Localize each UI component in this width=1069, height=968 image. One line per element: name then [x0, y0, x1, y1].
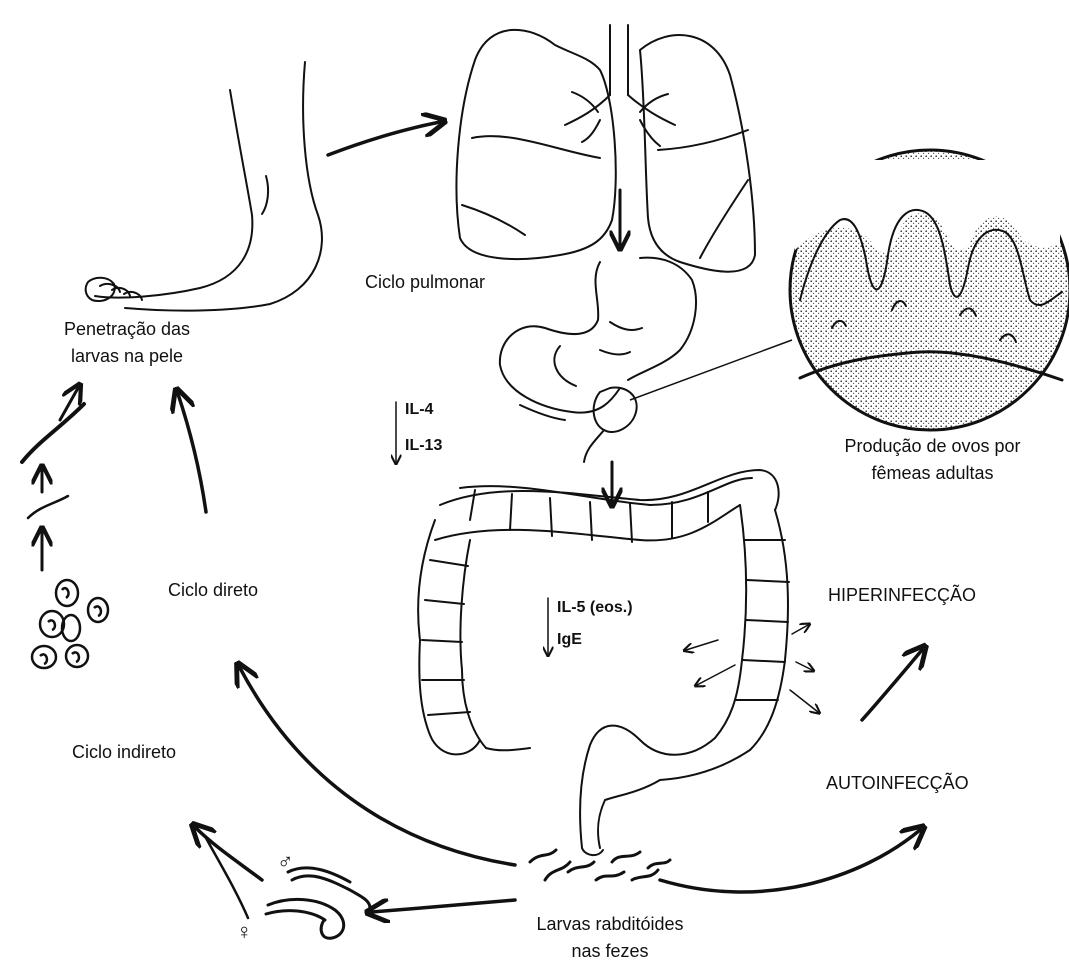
immune-marker-il4: IL-4: [405, 400, 433, 420]
male-symbol-icon: ♂: [277, 848, 294, 876]
lungs-illustration: [456, 25, 755, 272]
rhabditiform-larvae-label-line1: Larvas rabditóides: [490, 913, 730, 936]
rhabditiform-larvae-label: Larvas rabditóides nas fezes: [490, 913, 730, 962]
foot-illustration: [86, 62, 322, 311]
egg-production-label-line2: fêmeas adultas: [795, 462, 1069, 485]
skin-penetration-label-line2: larvas na pele: [32, 345, 222, 368]
immune-marker-il5: IL-5 (eos.): [557, 598, 633, 618]
free-living-adult-worms: [266, 868, 370, 938]
eggs-illustration: [32, 580, 108, 668]
arrow-feces-to-free-living-adults: [372, 900, 515, 912]
arrow-indirect-cycle-female: [206, 838, 248, 918]
hyperinfection-label: HIPERINFECÇÃO: [828, 584, 976, 607]
direct-cycle-label: Ciclo direto: [168, 579, 258, 602]
immune-marker-il13: IL-13: [405, 436, 442, 456]
arrow-indirect-cycle: [196, 828, 262, 880]
arrow-to-hyperinfection: [862, 650, 922, 720]
egg-production-label: Produção de ovos por fêmeas adultas: [795, 435, 1069, 484]
arrow-feces-to-autoinfection: [660, 830, 920, 892]
indirect-cycle-label: Ciclo indireto: [72, 741, 176, 764]
skin-penetration-label-line1: Penetração das: [32, 318, 222, 341]
egg-production-label-line1: Produção de ovos por: [795, 435, 1069, 458]
autoinfection-escape-arrows: [686, 625, 818, 712]
larvae-in-feces-illustration: [530, 850, 670, 880]
arrow-skin-to-lungs: [328, 122, 440, 155]
stomach-illustration: [500, 258, 696, 462]
autoinfection-label: AUTOINFECÇÃO: [826, 772, 969, 795]
magnified-villi-illustration: [790, 150, 1069, 430]
female-symbol-icon: ♀: [236, 918, 253, 946]
magnifier-connector: [630, 340, 792, 400]
skin-penetration-label: Penetração das larvas na pele: [32, 318, 222, 367]
arrow-feces-to-direct-cycle: [240, 668, 515, 865]
arrow-direct-cycle: [178, 394, 206, 512]
colon-illustration: [418, 470, 789, 855]
rhabditiform-larvae-label-line2: nas fezes: [490, 940, 730, 963]
pulmonary-cycle-label: Ciclo pulmonar: [365, 271, 485, 294]
direct-development-sequence: [22, 388, 84, 570]
immune-marker-ige: IgE: [557, 630, 582, 650]
